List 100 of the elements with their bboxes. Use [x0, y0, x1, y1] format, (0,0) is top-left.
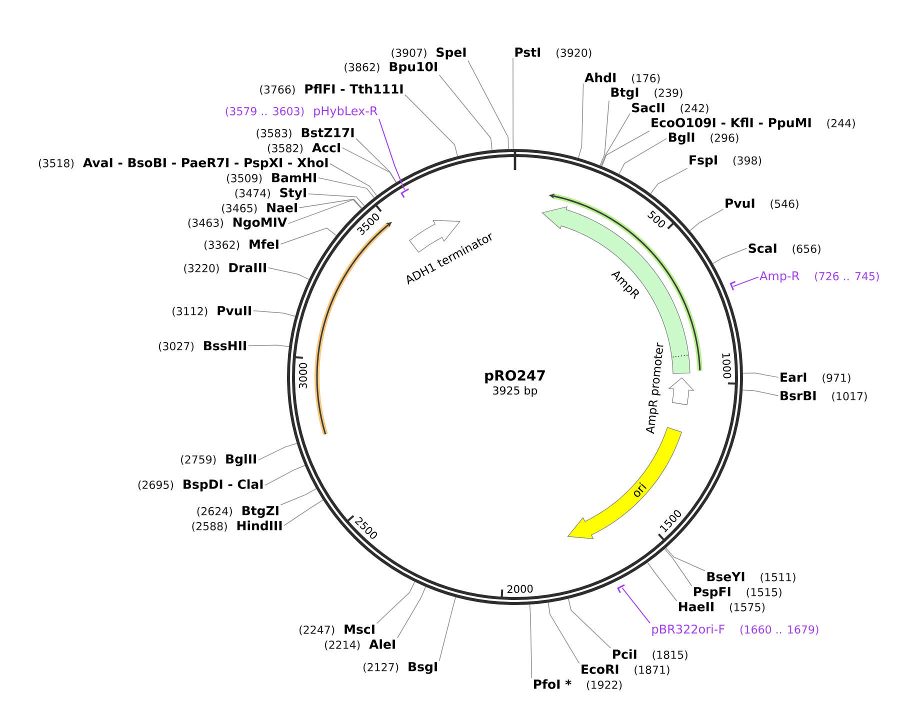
site-position: (239) — [654, 88, 682, 98]
leader-line — [264, 465, 306, 486]
enzyme-label: BsgI — [408, 662, 437, 674]
leader-line — [618, 138, 668, 174]
enzyme-label: SacII — [632, 102, 664, 112]
enzyme-label: PvuI — [726, 198, 754, 208]
site-position: (656) — [792, 244, 820, 254]
enzyme-label: BstZ17I — [302, 128, 354, 138]
primer-label: Amp-R — [760, 271, 800, 283]
primer-mark — [730, 280, 736, 290]
leader-line — [268, 267, 310, 280]
enzyme-label: BglI — [669, 132, 694, 144]
leader-line — [601, 130, 650, 167]
site-position: (3907) — [392, 48, 426, 58]
leader-line — [650, 168, 688, 194]
primer-position: (3579 .. 3603) — [226, 106, 304, 117]
leader-line — [647, 562, 678, 602]
leader-line — [308, 194, 365, 206]
site-position: (244) — [827, 118, 855, 129]
enzyme-label: Bpu10I — [390, 62, 437, 74]
leader-line — [396, 586, 426, 638]
site-position: (398) — [733, 156, 762, 166]
leader-line — [600, 100, 610, 166]
enzyme-label: FspI — [690, 155, 717, 168]
leader-line — [318, 177, 374, 198]
site-position: (3583) — [256, 128, 292, 139]
leader-line — [280, 228, 337, 244]
primer-mark — [617, 584, 625, 594]
site-position: (1871) — [634, 665, 670, 676]
primer-mark — [400, 188, 410, 198]
leader-line — [664, 548, 692, 586]
site-position: (1511) — [760, 572, 796, 583]
site-position: (3112) — [172, 306, 208, 317]
site-position: (546) — [770, 199, 798, 210]
site-position: (3766) — [260, 85, 295, 95]
enzyme-label: BglII — [226, 454, 256, 466]
enzyme-label: AccI — [312, 143, 340, 152]
enzyme-label: BtgI — [611, 88, 638, 100]
leader-line — [404, 94, 458, 157]
enzyme-label: ScaI — [748, 244, 776, 253]
leader-line — [248, 344, 290, 348]
leader-line — [376, 581, 416, 624]
site-position: (1017) — [832, 392, 867, 402]
leader-line — [665, 548, 706, 572]
site-position: (3518) — [38, 158, 74, 169]
site-position: (1815) — [652, 650, 688, 660]
enzyme-label: HaeII — [679, 602, 714, 612]
enzyme-label: BssHII — [204, 341, 246, 350]
site-position: (296) — [710, 133, 738, 144]
enzyme-label: PstI — [515, 48, 540, 57]
leader-line — [529, 604, 532, 678]
site-position: (3582) — [268, 144, 303, 154]
leader-line — [280, 488, 317, 506]
primer-position: (726 .. 745) — [815, 272, 879, 282]
site-position: (3463) — [188, 218, 223, 228]
enzyme-label: MfeI — [250, 239, 278, 249]
enzyme-label: PflFI - Tth111I — [305, 84, 403, 94]
site-position: (2759) — [181, 455, 216, 465]
enzyme-label: BamHI — [272, 173, 316, 182]
leader-line — [548, 602, 580, 664]
enzyme-label: StyI — [280, 188, 306, 200]
leader-line — [252, 310, 296, 317]
leader-line — [258, 443, 298, 460]
site-position: (2127) — [364, 662, 398, 673]
site-position: (3862) — [344, 62, 380, 73]
leader-line — [356, 138, 397, 183]
leader-line — [330, 163, 378, 196]
leader-line — [622, 587, 650, 624]
enzyme-label: BspDI - ClaI — [184, 479, 263, 492]
site-position: (3362) — [204, 240, 240, 250]
tick-label: 3000 — [298, 363, 308, 388]
site-position: (176) — [632, 74, 660, 84]
enzyme-label: BtgZI — [242, 506, 278, 518]
site-position: (2695) — [138, 480, 174, 490]
enzyme-label: AhdI — [584, 72, 616, 82]
enzyme-label: HindIII — [237, 520, 282, 530]
plasmid-size: 3925 bp — [493, 386, 538, 397]
enzyme-label: AvaI - BsoBI - PaeR7I - PspXI - XhoI — [83, 158, 328, 170]
leader-line — [298, 198, 362, 208]
enzyme-label: PvuII — [218, 306, 251, 316]
primer-position: (1660 .. 1679) — [740, 625, 818, 635]
enzyme-label: EarI — [780, 372, 806, 382]
tick-label: 500 — [647, 210, 666, 228]
site-position: (2247) — [300, 625, 334, 636]
site-position: (1515) — [746, 588, 782, 598]
site-position: (3220) — [184, 264, 219, 274]
enzyme-label: BseYI — [707, 572, 744, 582]
leader-line — [438, 596, 456, 662]
enzyme-label: PciI — [613, 649, 636, 659]
leader-line — [438, 74, 492, 151]
enzyme-label: EcoRI — [582, 664, 618, 674]
site-position: (1575) — [730, 602, 765, 613]
site-position: (971) — [822, 373, 850, 384]
enzyme-label: NaeI — [267, 203, 297, 212]
leader-line — [712, 248, 748, 264]
leader-line — [468, 60, 509, 150]
site-position: (3027) — [158, 342, 194, 352]
primer-label: pBR322ori-F — [652, 624, 724, 636]
enzyme-label: AleI — [369, 639, 395, 649]
site-position: (3474) — [235, 188, 270, 199]
